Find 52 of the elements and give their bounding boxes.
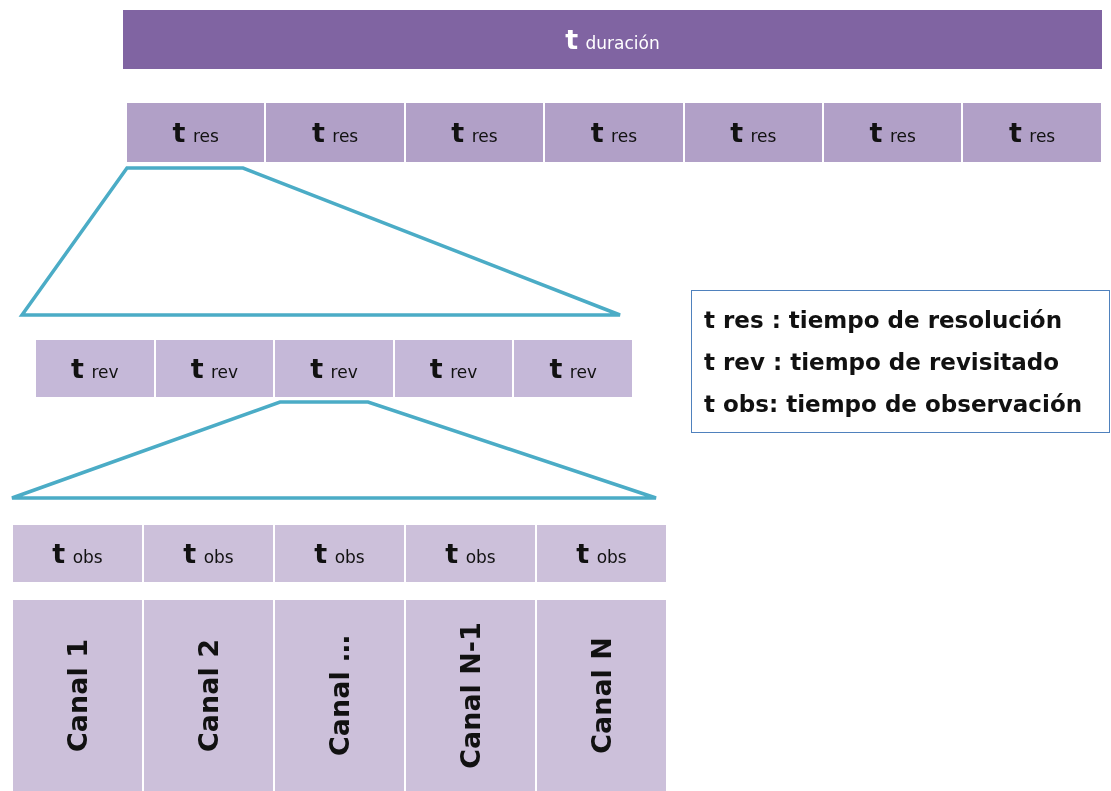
- time-label: t res: [730, 117, 777, 148]
- time-label: t res: [590, 117, 637, 148]
- channel-column: [406, 600, 535, 791]
- time-label: t rev: [429, 353, 478, 384]
- time-cell: [406, 525, 535, 582]
- time-cell: [824, 103, 962, 162]
- time-cell: [684, 103, 822, 162]
- legend-text: t res : tiempo de resolución: [704, 305, 1063, 335]
- time-label: t res: [1008, 117, 1056, 148]
- duration-bar: [123, 10, 1102, 69]
- time-cell: [266, 103, 404, 162]
- time-cell: [394, 340, 513, 397]
- time-cell: [405, 103, 544, 162]
- time-label: t rev: [549, 353, 597, 384]
- time-cell: [537, 525, 666, 582]
- channel-label: Canal 1: [62, 639, 93, 752]
- time-cell: [155, 340, 274, 397]
- time-cell: [514, 340, 632, 397]
- channel-column: [13, 600, 142, 791]
- time-label: t res: [172, 117, 219, 148]
- channel-label: Canal N-1: [455, 622, 486, 769]
- zoom-trapezoid: [18, 166, 622, 317]
- time-cell: [13, 525, 142, 582]
- channel-label: Canal 2: [193, 639, 224, 752]
- time-label: t res: [311, 117, 359, 148]
- channel-column: [537, 600, 666, 791]
- time-label: t res: [869, 117, 916, 148]
- time-label: t obs: [52, 538, 103, 569]
- channel-label: Canal N: [586, 637, 617, 754]
- legend-text: t obs: tiempo de observación: [704, 389, 1083, 419]
- zoom-trapezoid: [10, 400, 658, 500]
- time-label: t res: [451, 117, 498, 148]
- time-cell: [963, 103, 1101, 162]
- time-label: t rev: [190, 353, 239, 384]
- time-label: t duración: [565, 24, 660, 55]
- time-label: t obs: [183, 538, 234, 569]
- time-cell: [545, 103, 683, 162]
- channel-label: Canal …: [324, 634, 355, 757]
- channel-column: [144, 600, 273, 791]
- time-label: t obs: [576, 538, 627, 569]
- time-cell: [36, 340, 154, 397]
- time-cell: [275, 525, 404, 582]
- legend-box: [691, 290, 1110, 433]
- time-label: t obs: [314, 538, 365, 569]
- time-cell: [127, 103, 265, 162]
- time-label: t obs: [445, 538, 496, 569]
- time-label: t rev: [71, 353, 119, 384]
- time-cell: [275, 340, 393, 397]
- legend-text: t rev : tiempo de revisitado: [704, 347, 1060, 377]
- channel-column: [275, 600, 404, 791]
- time-label: t rev: [310, 353, 358, 384]
- time-cell: [144, 525, 273, 582]
